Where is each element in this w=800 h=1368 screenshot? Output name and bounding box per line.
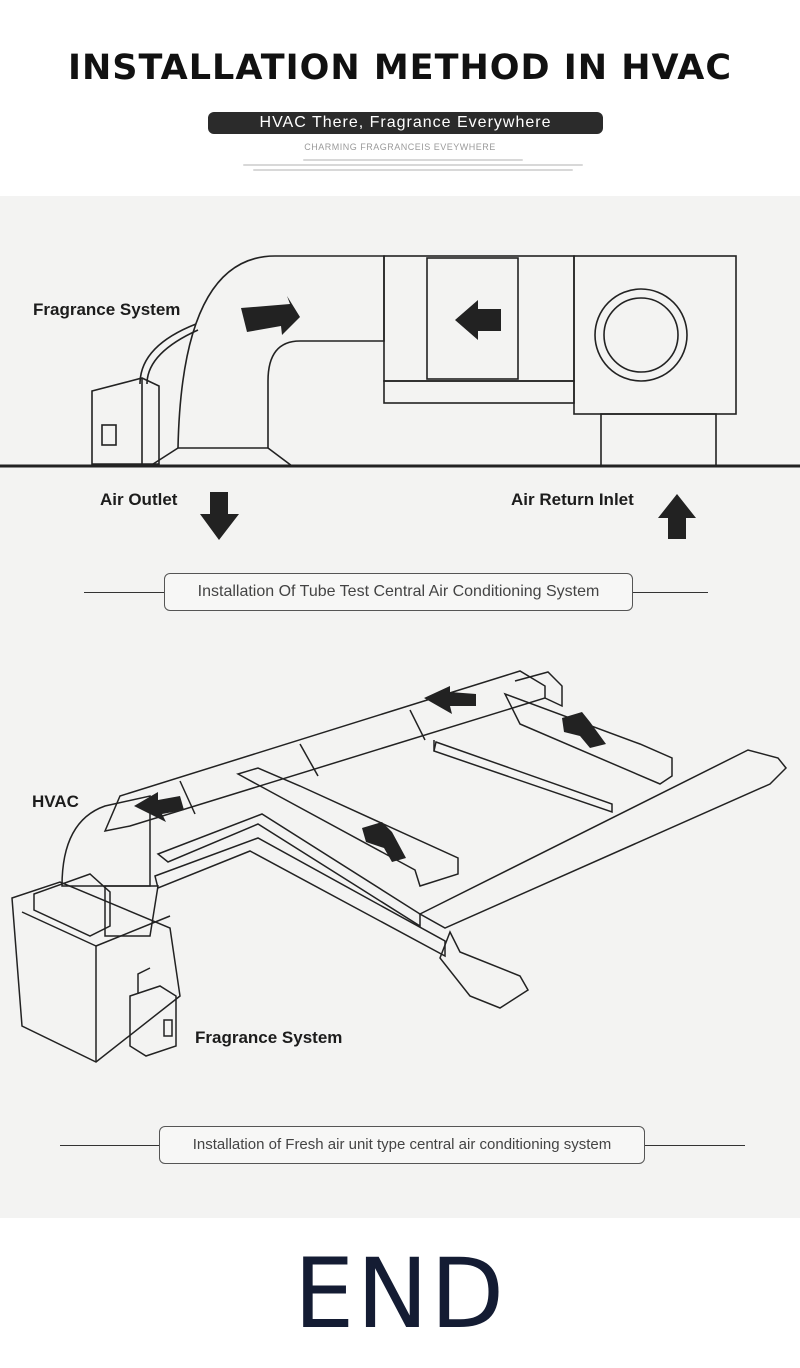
caption-rule-left-2 <box>60 1145 159 1146</box>
hvac-elbow <box>61 795 151 887</box>
coil-arrow <box>455 300 501 340</box>
air-return-arrow <box>658 494 696 539</box>
top-arrow <box>424 686 476 714</box>
caption-rule-left <box>84 592 164 593</box>
fragrance-system-label: Fragrance System <box>33 300 181 319</box>
branch-middle <box>236 767 459 887</box>
branch-top-right <box>503 692 673 785</box>
end-heading: END <box>293 1238 507 1350</box>
page-title: INSTALLATION METHOD IN HVAC <box>67 48 733 88</box>
tagline-badge: HVAC There, Fragrance Everywhere <box>208 112 603 134</box>
diagram-panel-duct: Fragrance System Air Outlet Air Return I… <box>0 196 800 636</box>
hvac-label: HVAC <box>32 792 79 811</box>
caption-duct-system: Installation Of Tube Test Central Air Co… <box>164 573 633 611</box>
air-outlet-arrow <box>200 492 239 540</box>
long-right-duct <box>418 749 788 929</box>
caption-rule-right <box>631 592 708 593</box>
duct-arrow <box>241 296 300 335</box>
hvac-arrow <box>134 792 184 822</box>
right-branch-arrow <box>562 712 606 748</box>
blower-box <box>573 255 737 415</box>
header: INSTALLATION METHOD IN HVAC HVAC There, … <box>0 0 800 195</box>
middle-branch-arrow <box>362 822 406 862</box>
main-duct <box>103 670 546 833</box>
hvac-unit <box>11 881 181 1063</box>
fragrance-unit-2 <box>129 985 177 1057</box>
air-return-label: Air Return Inlet <box>511 490 634 509</box>
sub-tagline: CHARMING FRAGRANCEIS EVEYWHERE <box>304 142 496 152</box>
air-outlet-label: Air Outlet <box>100 490 178 509</box>
fragrance-system-label-2: Fragrance System <box>195 1028 343 1047</box>
elbow-duct <box>177 255 385 449</box>
fine-print-lines <box>240 156 585 174</box>
caption-fresh-air-system: Installation of Fresh air unit type cent… <box>159 1126 645 1164</box>
caption-rule-right-2 <box>643 1145 745 1146</box>
fresh-air-diagram <box>11 670 788 1063</box>
fragrance-unit <box>91 377 160 465</box>
diagram-panel-fresh-air: HVAC Fragrance System Installation of Fr… <box>0 636 800 1218</box>
duct-system-diagram <box>0 255 800 540</box>
